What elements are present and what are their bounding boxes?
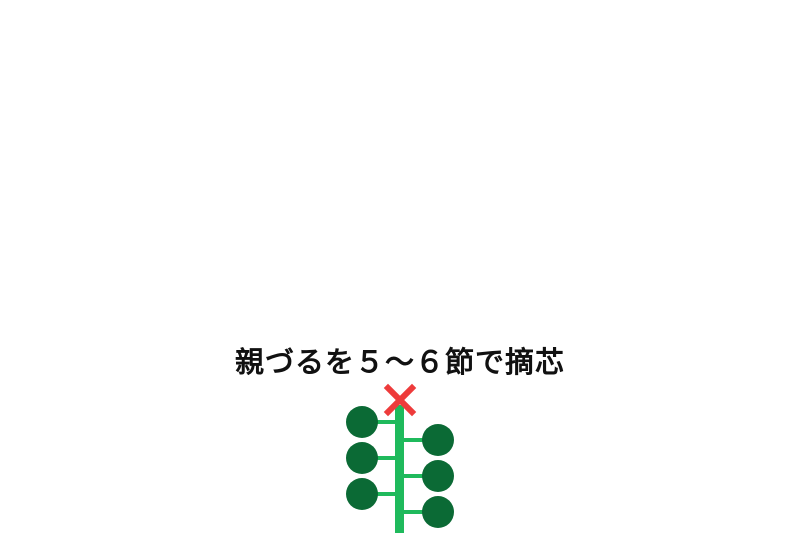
right-branch-1	[401, 438, 431, 442]
left-branch-3	[368, 492, 398, 496]
right-branch-3	[401, 510, 431, 514]
right-branch-2	[401, 474, 431, 478]
diagram-caption: 親づるを５～６節で摘芯	[234, 345, 565, 379]
right-leaf-1	[422, 424, 454, 456]
main-stem	[395, 405, 404, 533]
left-leaf-2	[346, 442, 378, 474]
left-branch-1	[368, 420, 398, 424]
cross-mark-icon	[383, 383, 417, 417]
left-leaf-1	[346, 406, 378, 438]
right-leaf-3	[422, 496, 454, 528]
left-leaf-3	[346, 478, 378, 510]
right-leaf-2	[422, 460, 454, 492]
left-branch-2	[368, 456, 398, 460]
